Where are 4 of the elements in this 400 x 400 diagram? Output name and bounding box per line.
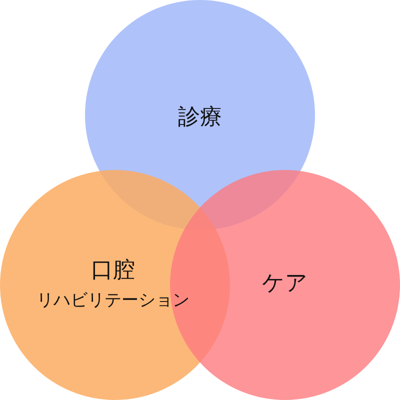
circle-label: 口腔 xyxy=(91,257,135,285)
circle-label: リハビリテーション xyxy=(36,290,190,312)
circle-label: 診療 xyxy=(178,104,222,132)
circle-label: ケア xyxy=(262,270,308,298)
